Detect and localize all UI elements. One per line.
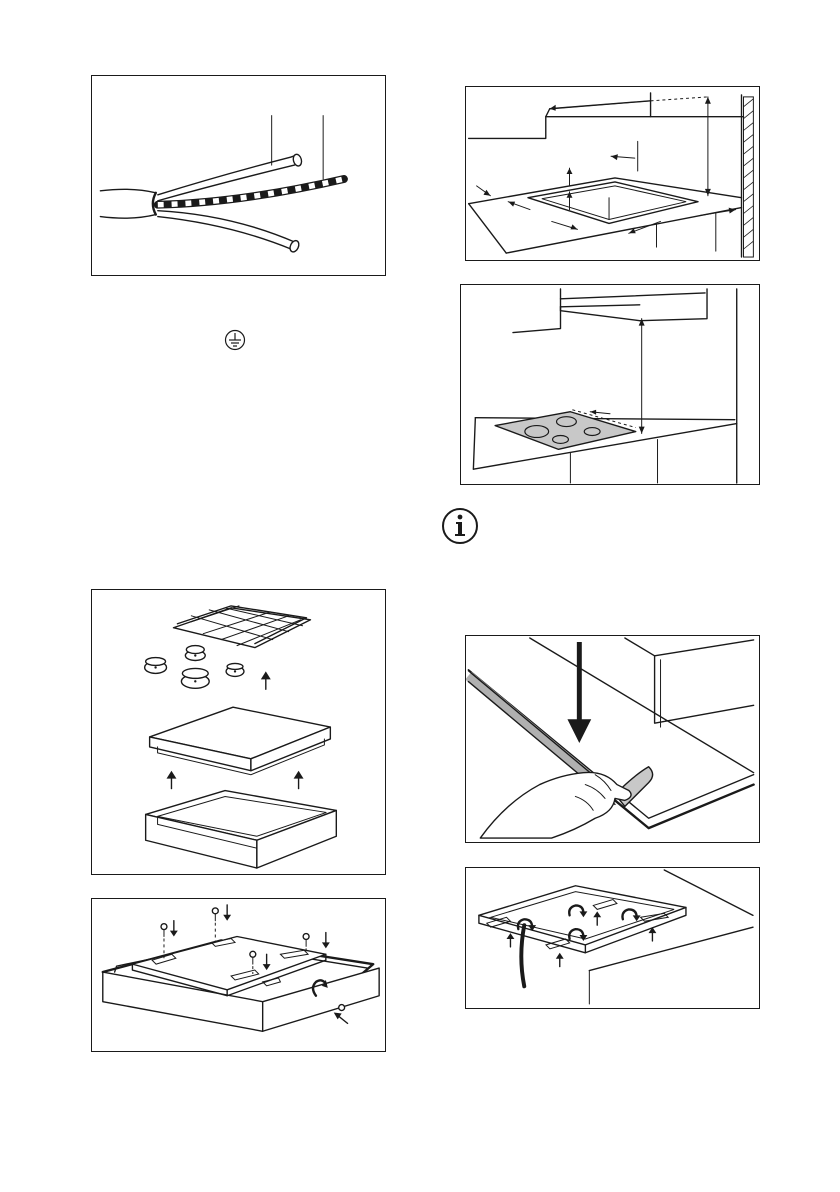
bracket-fixing-illustration bbox=[466, 868, 759, 1008]
frame-screws-figure bbox=[91, 898, 386, 1052]
info-icon bbox=[440, 506, 480, 546]
hob-above-cabinet-figure bbox=[460, 284, 760, 485]
seal-strip-figure bbox=[465, 635, 760, 843]
hob-parts-exploded-illustration bbox=[92, 590, 385, 874]
cable-wires-figure bbox=[91, 75, 386, 276]
cabinet-clearance-illustration bbox=[466, 87, 759, 260]
earth-ground-symbol bbox=[224, 329, 246, 351]
cable-wires-illustration bbox=[92, 76, 385, 275]
hob-disassembly-figure bbox=[91, 589, 386, 875]
cabinet-clearances-figure bbox=[465, 86, 760, 261]
frame-screw-illustration bbox=[92, 899, 385, 1051]
bracket-fixing-figure bbox=[465, 867, 760, 1009]
hob-hood-distance-illustration bbox=[461, 285, 759, 484]
seal-strip-application-illustration bbox=[466, 636, 759, 842]
